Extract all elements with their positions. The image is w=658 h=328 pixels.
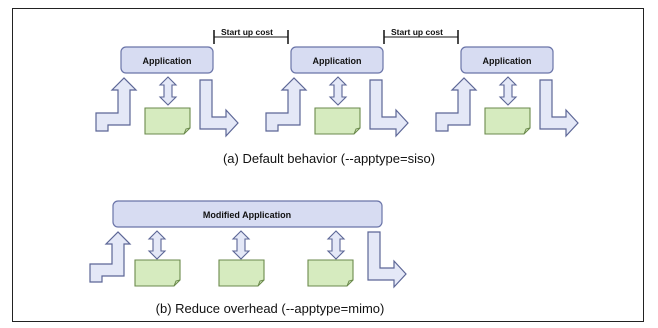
- bidirectional-arrow-icon: [326, 230, 346, 260]
- document-icon: [144, 107, 191, 135]
- input-arrow-icon: [95, 77, 138, 132]
- output-arrow-icon: [367, 231, 407, 289]
- document-icon: [218, 259, 265, 287]
- modified-application-box: [112, 200, 383, 228]
- application-label: Application: [483, 56, 532, 66]
- caption-default-behavior: (a) Default behavior (--apptype=siso): [223, 151, 435, 166]
- modified-application-group: Modified Application: [89, 200, 407, 289]
- document-icon: [307, 259, 354, 287]
- input-arrow-icon: [265, 77, 308, 132]
- application-label: Application: [143, 56, 192, 66]
- modified-application-label: Modified Application: [203, 210, 291, 220]
- startup-cost-marker-1: Start up cost: [213, 27, 289, 44]
- document-icon: [134, 259, 181, 287]
- application-box: [120, 46, 214, 74]
- bidirectional-arrow-icon: [498, 76, 518, 106]
- bidirectional-arrow-icon: [158, 76, 178, 106]
- startup-cost-label: Start up cost: [391, 27, 443, 37]
- input-arrow-icon: [89, 231, 132, 283]
- document-icon: [314, 107, 361, 135]
- caption-reduce-overhead: (b) Reduce overhead (--apptype=mimo): [156, 301, 385, 316]
- output-arrow-icon: [369, 79, 409, 138]
- bidirectional-arrow-icon: [147, 230, 167, 260]
- application-group-3: Application: [435, 46, 579, 138]
- application-box: [460, 46, 554, 74]
- output-arrow-icon: [199, 79, 239, 138]
- application-label: Application: [313, 56, 362, 66]
- application-box: [290, 46, 384, 74]
- application-group-2: Application: [265, 46, 409, 138]
- startup-cost-label: Start up cost: [221, 27, 273, 37]
- bidirectional-arrow-icon: [231, 230, 251, 260]
- input-arrow-icon: [435, 77, 478, 132]
- startup-cost-marker-2: Start up cost: [383, 27, 459, 44]
- bidirectional-arrow-icon: [328, 76, 348, 106]
- document-icon: [484, 107, 531, 135]
- application-group-1: Application: [95, 46, 239, 138]
- output-arrow-icon: [539, 79, 579, 138]
